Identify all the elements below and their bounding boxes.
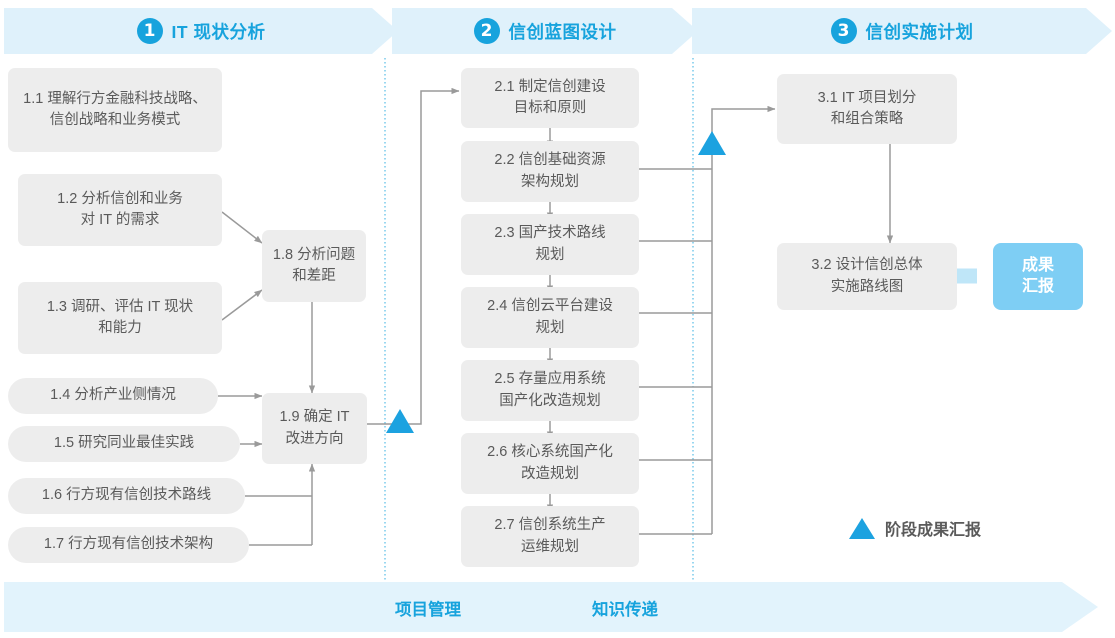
connector-1-3-to-1-8 xyxy=(221,289,263,321)
milestone-triangle-phase2 xyxy=(698,131,726,155)
phase-header-2[interactable]: 2 信创蓝图设计 xyxy=(392,8,698,54)
phase-title: 信创实施计划 xyxy=(865,21,974,42)
process-box-1-7[interactable]: 1.7 行方现有信创技术架构 xyxy=(8,527,249,563)
bottom-band-label-knowledge-transfer: 知识传递 xyxy=(592,601,658,619)
triangle-marker-icon xyxy=(849,517,875,539)
connector-1-9-to-2-1 xyxy=(367,87,460,425)
process-box-1-2[interactable]: 1.2 分析信创和业务 对 IT 的需求 xyxy=(18,174,222,246)
process-box-2-1[interactable]: 2.1 制定信创建设 目标和原则 xyxy=(461,68,639,128)
phase-header-1[interactable]: 1 IT 现状分析 xyxy=(4,8,398,54)
phase-number-badge: 1 xyxy=(136,18,163,44)
process-box-1-3[interactable]: 1.3 调研、评估 IT 现状 和能力 xyxy=(18,282,222,354)
phase-header-3[interactable]: 3 信创实施计划 xyxy=(692,8,1112,54)
process-box-2-4[interactable]: 2.4 信创云平台建设 规划 xyxy=(461,287,639,348)
process-box-3-1[interactable]: 3.1 IT 项目划分 和组合策略 xyxy=(777,74,957,144)
process-box-1-4[interactable]: 1.4 分析产业侧情况 xyxy=(8,378,218,414)
process-box-1-1[interactable]: 1.1 理解行方金融科技战略、 信创战略和业务模式 xyxy=(8,68,222,152)
process-box-1-6[interactable]: 1.6 行方现有信创技术路线 xyxy=(8,478,245,514)
phase-number-badge: 2 xyxy=(473,18,500,44)
process-box-1-8[interactable]: 1.8 分析问题 和差距 xyxy=(262,230,366,302)
bottom-band-shape xyxy=(4,582,1098,632)
process-box-2-3[interactable]: 2.3 国产技术路线 规划 xyxy=(461,214,639,275)
phase-title: 信创蓝图设计 xyxy=(508,21,617,42)
process-box-2-2[interactable]: 2.2 信创基础资源 架构规划 xyxy=(461,141,639,202)
connector-bus-to-3-1 xyxy=(711,105,776,120)
process-box-2-5[interactable]: 2.5 存量应用系统 国产化改造规划 xyxy=(461,360,639,421)
process-box-2-7[interactable]: 2.7 信创系统生产 运维规划 xyxy=(461,506,639,567)
legend-label: 阶段成果汇报 xyxy=(885,522,982,539)
connector-1-2-to-1-8 xyxy=(221,211,263,244)
process-box-3-2[interactable]: 3.2 设计信创总体 实施路线图 xyxy=(777,243,957,310)
phase-title: IT 现状分析 xyxy=(171,21,266,42)
process-box-1-5[interactable]: 1.5 研究同业最佳实践 xyxy=(8,426,240,462)
milestone-triangle-phase1 xyxy=(386,409,414,433)
phase-number-badge: 3 xyxy=(830,18,857,44)
legend: 阶段成果汇报 xyxy=(849,516,981,540)
process-box-2-6[interactable]: 2.6 核心系统国产化 改造规划 xyxy=(461,433,639,494)
result-report-box[interactable]: 成果 汇报 xyxy=(993,243,1083,310)
bottom-band-label-project-management: 项目管理 xyxy=(395,601,461,619)
process-box-1-9[interactable]: 1.9 确定 IT 改进方向 xyxy=(262,393,367,464)
